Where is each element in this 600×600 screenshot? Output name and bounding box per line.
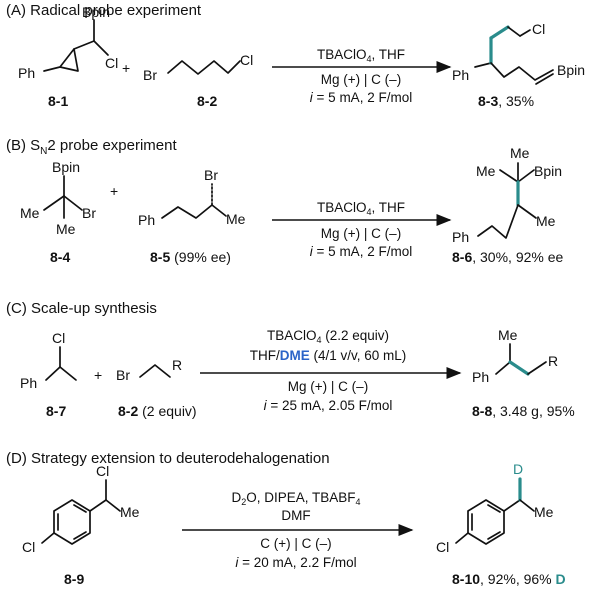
- section-c-title: (C) Scale-up synthesis: [6, 300, 157, 317]
- ph-label: Ph: [20, 375, 37, 391]
- cl-label: Cl: [96, 463, 109, 479]
- condition-solvent: DMF: [281, 508, 310, 523]
- br-label: Br: [82, 205, 96, 221]
- me-label: Me: [120, 504, 140, 520]
- molecule-8-8: Me Ph R 8-8, 3.48 g, 95%: [472, 327, 575, 419]
- ph-label: Ph: [18, 65, 35, 81]
- reaction-a: Ph Bpin Cl 8-1 + Br Cl 8-2 TBAClO4, THF …: [18, 4, 585, 109]
- cl-label: Cl: [52, 330, 65, 346]
- me-label: Me: [510, 145, 530, 161]
- me-label: Me: [20, 205, 40, 221]
- plus-sign: +: [110, 183, 118, 199]
- molecule-8-5: Ph Br Me 8-5 (99% ee): [138, 167, 246, 265]
- compound-label-8-2: 8-2 (2 equiv): [118, 403, 197, 419]
- condition-reagents: D2O, DIPEA, TBABF4: [231, 490, 360, 507]
- condition-reagents: TBAClO4, THF: [317, 47, 405, 64]
- molecule-8-2-c: Br R 8-2 (2 equiv): [116, 357, 197, 419]
- plus-sign: +: [94, 367, 102, 383]
- molecule-8-3: Ph Cl Bpin 8-3, 35%: [452, 21, 585, 109]
- bpin-label: Bpin: [557, 62, 585, 78]
- bpin-label: Bpin: [82, 4, 110, 20]
- cl-label: Cl: [105, 55, 118, 71]
- me-label: Me: [476, 163, 496, 179]
- product-label-8-8: 8-8, 3.48 g, 95%: [472, 403, 575, 419]
- cl-label: Cl: [240, 52, 253, 68]
- condition-electrodes: Mg (+) | C (–): [321, 226, 401, 241]
- ph-label: Ph: [138, 212, 155, 228]
- condition-reagents: TBAClO4 (2.2 equiv): [267, 328, 389, 345]
- molecule-8-1: Ph Bpin Cl 8-1: [18, 4, 118, 109]
- bpin-label: Bpin: [534, 163, 562, 179]
- cl-label: Cl: [532, 21, 545, 37]
- ph-label: Ph: [472, 369, 489, 385]
- br-label: Br: [143, 67, 157, 83]
- condition-solvent: THF/DME (4/1 v/v, 60 mL): [250, 348, 407, 363]
- condition-current: i = 25 mA, 2.05 F/mol: [264, 398, 393, 413]
- condition-current: i = 5 mA, 2 F/mol: [310, 90, 412, 105]
- me-label: Me: [534, 504, 554, 520]
- product-label-8-3: 8-3, 35%: [478, 93, 534, 109]
- section-d-title: (D) Strategy extension to deuterodehalog…: [6, 450, 330, 467]
- compound-label-8-2: 8-2: [197, 93, 217, 109]
- plus-sign: +: [122, 60, 130, 76]
- condition-electrodes: Mg (+) | C (–): [288, 379, 368, 394]
- me-label: Me: [498, 327, 518, 343]
- cl-ring-label: Cl: [436, 539, 449, 555]
- me-label: Me: [56, 221, 76, 237]
- compound-label-8-7: 8-7: [46, 403, 66, 419]
- ph-label: Ph: [452, 229, 469, 245]
- me-label: Me: [536, 213, 556, 229]
- condition-reagents: TBAClO4, THF: [317, 200, 405, 217]
- condition-current: i = 5 mA, 2 F/mol: [310, 244, 412, 259]
- molecule-8-4: Bpin Me Br Me 8-4: [20, 159, 96, 265]
- br-label: Br: [116, 367, 130, 383]
- compound-label-8-9: 8-9: [64, 571, 84, 587]
- deuterium-label: D: [513, 461, 523, 477]
- me-label: Me: [226, 211, 246, 227]
- product-label-8-6: 8-6, 30%, 92% ee: [452, 249, 564, 265]
- ph-label: Ph: [452, 67, 469, 83]
- condition-electrodes: C (+) | C (–): [260, 536, 331, 551]
- compound-label-8-1: 8-1: [48, 93, 68, 109]
- compound-label-8-4: 8-4: [50, 249, 70, 265]
- molecule-8-6: Me Me Bpin Me Ph 8-6, 30%, 92% ee: [452, 145, 564, 265]
- bpin-label: Bpin: [52, 159, 80, 175]
- molecule-8-9: Cl Me Cl 8-9: [22, 463, 140, 587]
- compound-label-8-5: 8-5 (99% ee): [150, 249, 231, 265]
- molecule-8-7: Cl Ph 8-7: [20, 330, 77, 419]
- condition-electrodes: Mg (+) | C (–): [321, 72, 401, 87]
- product-label-8-10: 8-10, 92%, 96% D: [452, 571, 566, 587]
- r-label: R: [548, 353, 558, 369]
- reaction-b: Bpin Me Br Me 8-4 + Ph Br Me 8-5 (99% ee…: [20, 145, 564, 265]
- reaction-d: Cl Me Cl 8-9 D2O, DIPEA, TBABF4 DMF C (+…: [22, 461, 566, 587]
- molecule-8-2: Br Cl 8-2: [143, 52, 253, 109]
- section-a-title: (A) Radical probe experiment: [6, 2, 202, 19]
- br-label: Br: [204, 167, 218, 183]
- reaction-c: Cl Ph 8-7 + Br R 8-2 (2 equiv) TBAClO4 (…: [20, 327, 575, 419]
- molecule-8-10: D Me Cl 8-10, 92%, 96% D: [436, 461, 566, 587]
- condition-current: i = 20 mA, 2.2 F/mol: [235, 555, 356, 570]
- cl-ring-label: Cl: [22, 539, 35, 555]
- section-b-title: (B) SN2 probe experiment: [6, 137, 177, 157]
- r-label: R: [172, 357, 182, 373]
